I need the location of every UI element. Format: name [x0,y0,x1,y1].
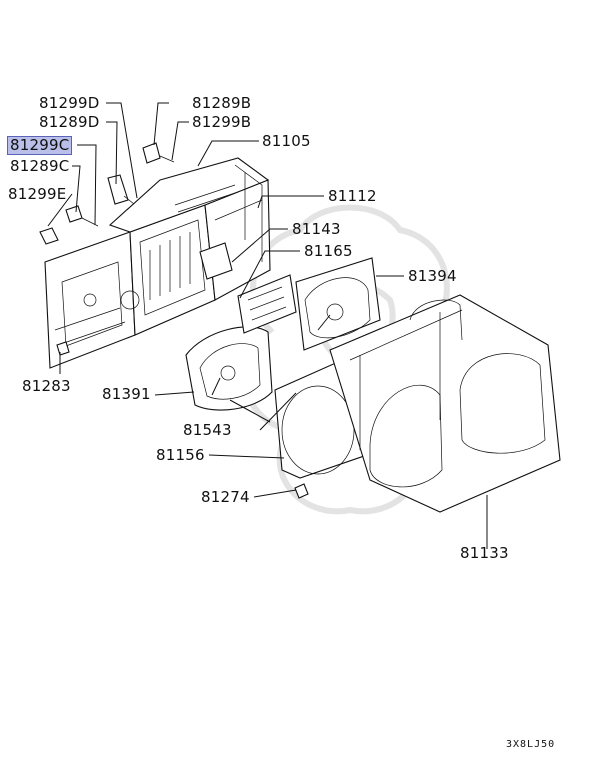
label-81299E[interactable]: 81299E [8,185,67,203]
label-81274[interactable]: 81274 [201,488,250,506]
circuit-81165 [199,242,297,334]
label-81112[interactable]: 81112 [328,187,377,205]
label-81143[interactable]: 81143 [292,220,341,238]
label-81105[interactable]: 81105 [262,132,311,150]
housing-81112 [44,157,271,369]
leader-lines [47,102,488,549]
label-81299D[interactable]: 81299D [39,94,100,112]
label-81299B[interactable]: 81299B [192,113,252,131]
hood-81133 [329,294,561,513]
label-81289B[interactable]: 81289B [192,94,252,112]
bulb-sockets [39,142,175,356]
gauge-81394 [295,257,381,351]
gauge-81391 [185,326,273,423]
label-81289D[interactable]: 81289D [39,113,100,131]
label-81543[interactable]: 81543 [183,421,232,439]
label-81394[interactable]: 81394 [408,267,457,285]
label-81133[interactable]: 81133 [460,544,509,562]
diagram-code: 3X8LJ50 [506,739,556,750]
label-81165[interactable]: 81165 [304,242,353,260]
label-81289C[interactable]: 81289C [10,157,70,175]
label-81299C-highlighted[interactable]: 81299C [7,136,73,155]
label-81283[interactable]: 81283 [22,377,71,395]
label-81156[interactable]: 81156 [156,446,205,464]
label-81391[interactable]: 81391 [102,385,151,403]
